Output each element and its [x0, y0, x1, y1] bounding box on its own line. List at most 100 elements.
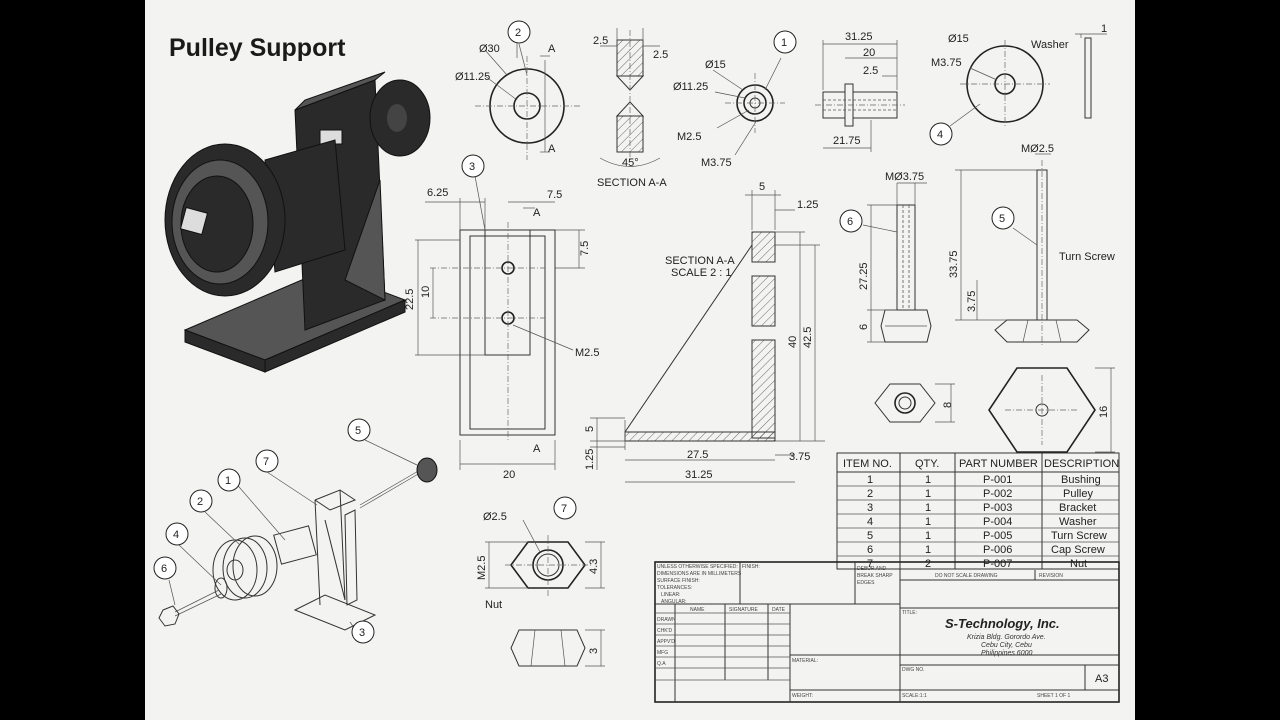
bom-header-qty: QTY. — [915, 458, 939, 470]
bracket-section-label: SECTION A-A — [665, 255, 735, 267]
balloon-6-exploded: 6 — [161, 563, 167, 575]
tb-finish: FINISH: — [742, 564, 760, 570]
bom-r3-part: P-003 — [983, 502, 1012, 514]
bom-r6-item: 6 — [867, 544, 873, 556]
turn-screw-views — [955, 153, 1115, 453]
bom-header-desc: DESCRIPTION — [1044, 458, 1119, 470]
dim-turn-screw-3375: 33.75 — [948, 250, 960, 278]
dim-pulley-sec-25b: 2.5 — [653, 49, 668, 61]
dim-bushing-20: 20 — [863, 47, 875, 59]
title-block: UNLESS OTHERWISE SPECIFIED: DIMENSIONS A… — [654, 561, 1120, 703]
balloon-7-exploded: 7 — [263, 456, 269, 468]
dim-cap-2725: 27.25 — [858, 262, 870, 290]
tb-note-4: TOLERANCES: — [657, 585, 692, 591]
dim-bushing-m375: M3.75 — [701, 157, 732, 169]
bom-r4-qty: 1 — [925, 516, 931, 528]
tb-weight: WEIGHT: — [792, 693, 813, 699]
tb-row-mfg: MFG — [657, 650, 668, 656]
dim-pulley-d1125: Ø11.25 — [455, 71, 490, 83]
bom-r6-part: P-006 — [983, 544, 1012, 556]
dim-turn-screw-m25: MØ2.5 — [1021, 143, 1054, 155]
bom-r2-desc: Pulley — [1063, 488, 1093, 500]
bom-r3-item: 3 — [867, 502, 873, 514]
dim-bracket-sec-125v: 1.25 — [584, 449, 596, 470]
bom-r6-qty: 1 — [925, 544, 931, 556]
tb-deburr-3: EDGES — [857, 580, 875, 586]
tb-note-6: ANGULAR: — [661, 599, 687, 605]
section-marker-a-top: A — [548, 43, 556, 55]
dim-bracket-75: 7.5 — [547, 189, 562, 201]
bracket-section-view — [590, 190, 825, 483]
balloon-7-nut: 7 — [561, 503, 567, 515]
pulley-front-view — [475, 34, 581, 160]
bom-r4-desc: Washer — [1059, 516, 1097, 528]
turn-screw-label: Turn Screw — [1059, 251, 1115, 263]
bom-r1-item: 1 — [867, 474, 873, 486]
exploded-view — [158, 457, 438, 631]
balloon-3-bracket: 3 — [469, 161, 475, 173]
dim-bushing-m25: M2.5 — [677, 131, 701, 143]
bushing-end-view — [712, 57, 785, 156]
nut-views — [485, 519, 605, 667]
balloon-4: 4 — [937, 129, 943, 141]
dim-nut-d25: Ø2.5 — [483, 511, 507, 523]
tb-material: MATERIAL: — [792, 658, 818, 664]
dim-bracket-625: 6.25 — [427, 187, 448, 199]
tb-sheet: SHEET 1 OF 1 — [1037, 693, 1070, 699]
dim-cap-m375: MØ3.75 — [885, 171, 924, 183]
dim-washer-1: 1 — [1101, 23, 1107, 35]
dim-bracket-sec-375: 3.75 — [789, 451, 810, 463]
bom-header-item: ITEM NO. — [843, 458, 892, 470]
balloon-3-exploded: 3 — [359, 627, 365, 639]
dim-bracket-225: 22.5 — [404, 289, 416, 310]
balloon-2-exploded: 2 — [197, 496, 203, 508]
tb-scale: SCALE:1:1 — [902, 693, 927, 699]
tb-address-3: Philippines 6000 — [981, 650, 1032, 657]
balloon-5-turn: 5 — [999, 213, 1005, 225]
tb-note-3: SURFACE FINISH: — [657, 578, 700, 584]
tb-col-name: NAME — [690, 607, 705, 613]
cap-screw-views — [862, 182, 955, 423]
dim-bracket-sec-5: 5 — [759, 181, 765, 193]
pulley-section-label: SECTION A-A — [597, 177, 667, 189]
bracket-section-marker-top: A — [533, 207, 541, 219]
tb-title-field: TITLE: — [902, 610, 917, 616]
tb-row-chkd: CHK'D — [657, 628, 673, 634]
tb-row-qa: Q.A — [657, 661, 666, 667]
bracket-front-view — [415, 198, 585, 470]
bom-r5-part: P-005 — [983, 530, 1012, 542]
tb-address-2: Cebu City, Cebu — [981, 642, 1032, 649]
dim-nut-m25: M2.5 — [476, 556, 488, 580]
washer-label: Washer — [1031, 39, 1069, 51]
balloon-6-cap: 6 — [847, 216, 853, 228]
bom-r1-part: P-001 — [983, 474, 1012, 486]
balloon-2: 2 — [515, 27, 521, 39]
bom-r7-qty: 2 — [925, 558, 931, 570]
balloon-5-exploded: 5 — [355, 425, 361, 437]
drawing-sheet: Pulley Support — [145, 0, 1135, 720]
tb-col-signature: SIGNATURE — [729, 607, 758, 613]
pulley-angle: 45° — [622, 157, 639, 169]
dim-bracket-sec-425: 42.5 — [802, 327, 814, 348]
bom-r5-desc: Turn Screw — [1051, 530, 1107, 542]
bom-r7-part: P-007 — [983, 558, 1012, 570]
balloon-4-exploded: 4 — [173, 529, 179, 541]
bom-r6-desc: Cap Screw — [1051, 544, 1105, 556]
tb-deburr-1: DEBUR AND — [857, 566, 887, 572]
technical-drawing: Pulley Support — [153, 20, 1120, 703]
dim-washer-m375: M3.75 — [931, 57, 962, 69]
tb-company: S-Technology, Inc. — [945, 616, 1060, 631]
bom-r3-qty: 1 — [925, 502, 931, 514]
washer-views — [949, 33, 1107, 128]
dim-bushing-25: 2.5 — [863, 65, 878, 77]
bom-r5-item: 5 — [867, 530, 873, 542]
dim-bracket-sec-3125: 31.25 — [685, 469, 713, 481]
bom-r7-item: 7 — [867, 558, 873, 570]
balloon-1-exploded: 1 — [225, 475, 231, 487]
tb-note-1: UNLESS OTHERWISE SPECIFIED: — [657, 564, 738, 570]
bom-table: ITEM NO. QTY. PART NUMBER DESCRIPTION 1 … — [836, 452, 1120, 570]
bom-r1-qty: 1 — [925, 474, 931, 486]
tb-deburr-2: BREAK SHARP — [857, 573, 893, 579]
dim-bracket-20: 20 — [503, 469, 515, 481]
drawing-title: Pulley Support — [169, 34, 346, 62]
